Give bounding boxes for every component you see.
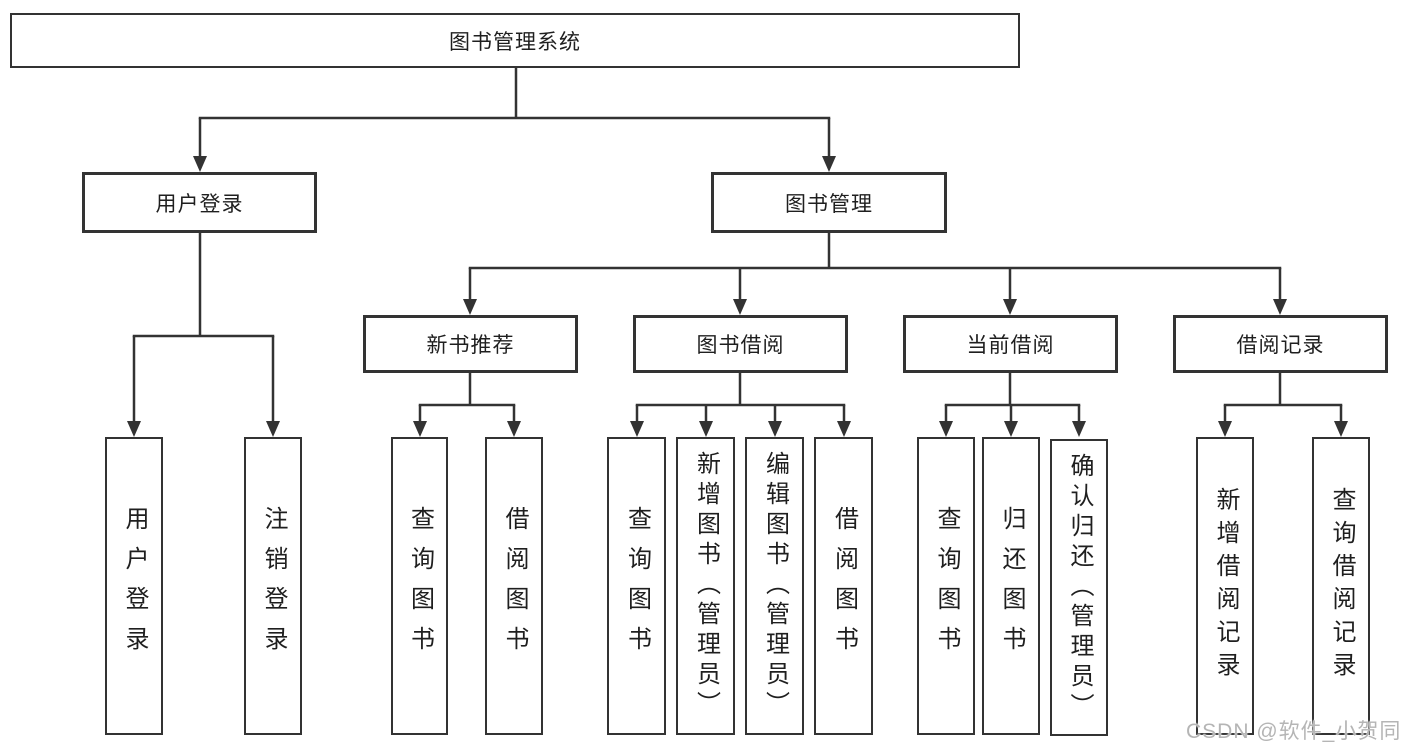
leaf-label: 借阅图书	[501, 506, 528, 666]
leaf-borrow-book-1: 借阅图书	[485, 437, 543, 735]
node-current-borrow: 当前借阅	[903, 315, 1118, 373]
node-library-system: 图书管理系统	[10, 13, 1020, 68]
leaf-borrow-book-2: 借阅图书	[814, 437, 873, 735]
leaf-query-book-2: 查询图书	[607, 437, 666, 735]
node-new-book-recommend: 新书推荐	[363, 315, 578, 373]
leaf-label: 新增借阅记录	[1212, 487, 1239, 685]
leaf-edit-book-admin: 编辑图书（管理员）	[745, 437, 804, 735]
leaf-label: 编辑图书（管理员）	[761, 451, 789, 721]
node-book-borrow: 图书借阅	[633, 315, 848, 373]
leaf-add-book-admin: 新增图书（管理员）	[676, 437, 735, 735]
leaf-confirm-return-admin: 确认归还（管理员）	[1050, 439, 1108, 736]
leaf-label: 查询图书	[406, 506, 434, 666]
leaf-label: 归还图书	[998, 506, 1025, 666]
leaf-label: 用户登录	[121, 506, 148, 666]
leaf-query-book-1: 查询图书	[391, 437, 448, 735]
node-borrow-records: 借阅记录	[1173, 315, 1388, 373]
leaf-query-book-3: 查询图书	[917, 437, 975, 735]
leaf-label: 借阅图书	[830, 506, 858, 666]
leaf-label: 查询图书	[623, 506, 651, 666]
leaf-user-login: 用户登录	[105, 437, 163, 735]
leaf-query-borrow-record: 查询借阅记录	[1312, 437, 1370, 735]
leaf-label: 查询图书	[933, 506, 960, 666]
leaf-return-book: 归还图书	[982, 437, 1040, 735]
leaf-label: 查询借阅记录	[1328, 487, 1355, 685]
leaf-label: 新增图书（管理员）	[692, 451, 720, 721]
leaf-logout: 注销登录	[244, 437, 302, 735]
node-user-login-branch: 用户登录	[82, 172, 317, 233]
leaf-label: 确认归还（管理员）	[1066, 452, 1093, 723]
node-book-management: 图书管理	[711, 172, 947, 233]
csdn-watermark: CSDN @软件_小贺同学	[1186, 720, 1402, 743]
leaf-label: 注销登录	[260, 506, 287, 666]
leaf-add-borrow-record: 新增借阅记录	[1196, 437, 1254, 735]
